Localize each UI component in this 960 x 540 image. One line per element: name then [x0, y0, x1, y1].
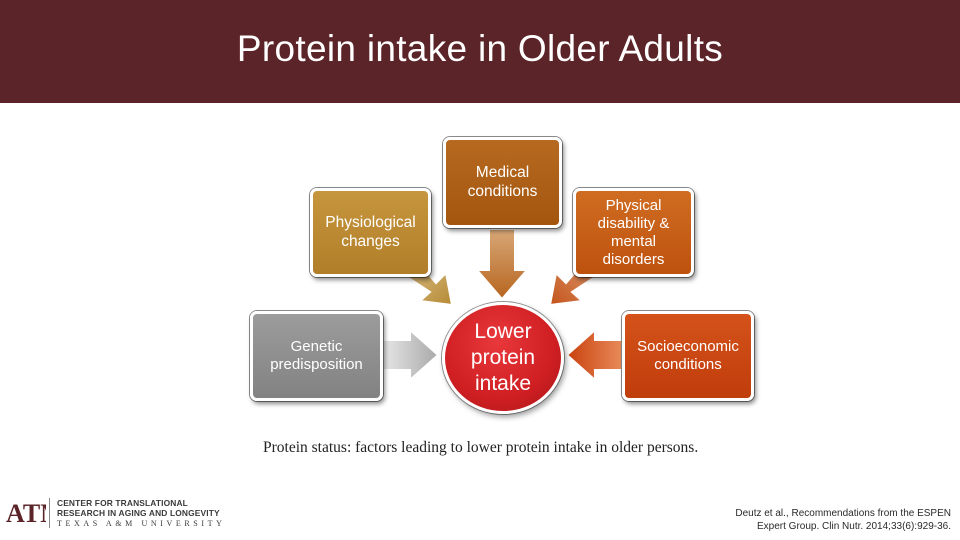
citation-line2: Expert Group. Clin Nutr. 2014;33(6):929-…	[757, 521, 951, 532]
arrow-medical	[474, 228, 530, 301]
factor-physical-disability: Physical disability & mental disorders	[573, 188, 694, 277]
arrow-socioeconomic	[565, 327, 623, 383]
factor-socioeconomic-conditions: Socioeconomic conditions	[622, 311, 754, 401]
footer-divider	[49, 498, 50, 528]
factor-physical-label: Physical disability & mental disorders	[597, 196, 670, 268]
arrow-genetic	[382, 327, 440, 383]
page-title: Protein intake in Older Adults	[236, 28, 724, 69]
tamu-logo-text: ATM	[6, 499, 46, 528]
factor-genetic-predisposition: Genetic predisposition	[250, 311, 383, 401]
center-label: Lower protein intake	[470, 319, 536, 396]
factor-socioeconomic-label: Socioeconomic conditions	[637, 338, 739, 373]
center-name-line2: RESEARCH IN AGING AND LONGEVITY	[57, 508, 220, 519]
center-name: CENTER FOR TRANSLATIONAL RESEARCH IN AGI…	[57, 498, 220, 518]
factor-medical-conditions: Medical conditions	[443, 137, 562, 228]
factor-physiological-label: Physiological changes	[325, 213, 416, 250]
center-lower-protein-intake: Lower protein intake	[442, 302, 564, 414]
factor-medical-label: Medical conditions	[467, 163, 538, 200]
center-name-line1: CENTER FOR TRANSLATIONAL	[57, 498, 188, 508]
factor-physiological-changes: Physiological changes	[310, 188, 431, 277]
citation: Deutz et al., Recommendations from the E…	[735, 507, 951, 533]
header-bar	[0, 0, 960, 103]
tamu-logo: ATM	[6, 499, 46, 528]
citation-line1: Deutz et al., Recommendations from the E…	[735, 508, 951, 519]
figure-caption: Protein status: factors leading to lower…	[263, 439, 699, 456]
university-name: TEXAS A&M UNIVERSITY	[57, 519, 226, 528]
factor-genetic-label: Genetic predisposition	[270, 338, 363, 373]
